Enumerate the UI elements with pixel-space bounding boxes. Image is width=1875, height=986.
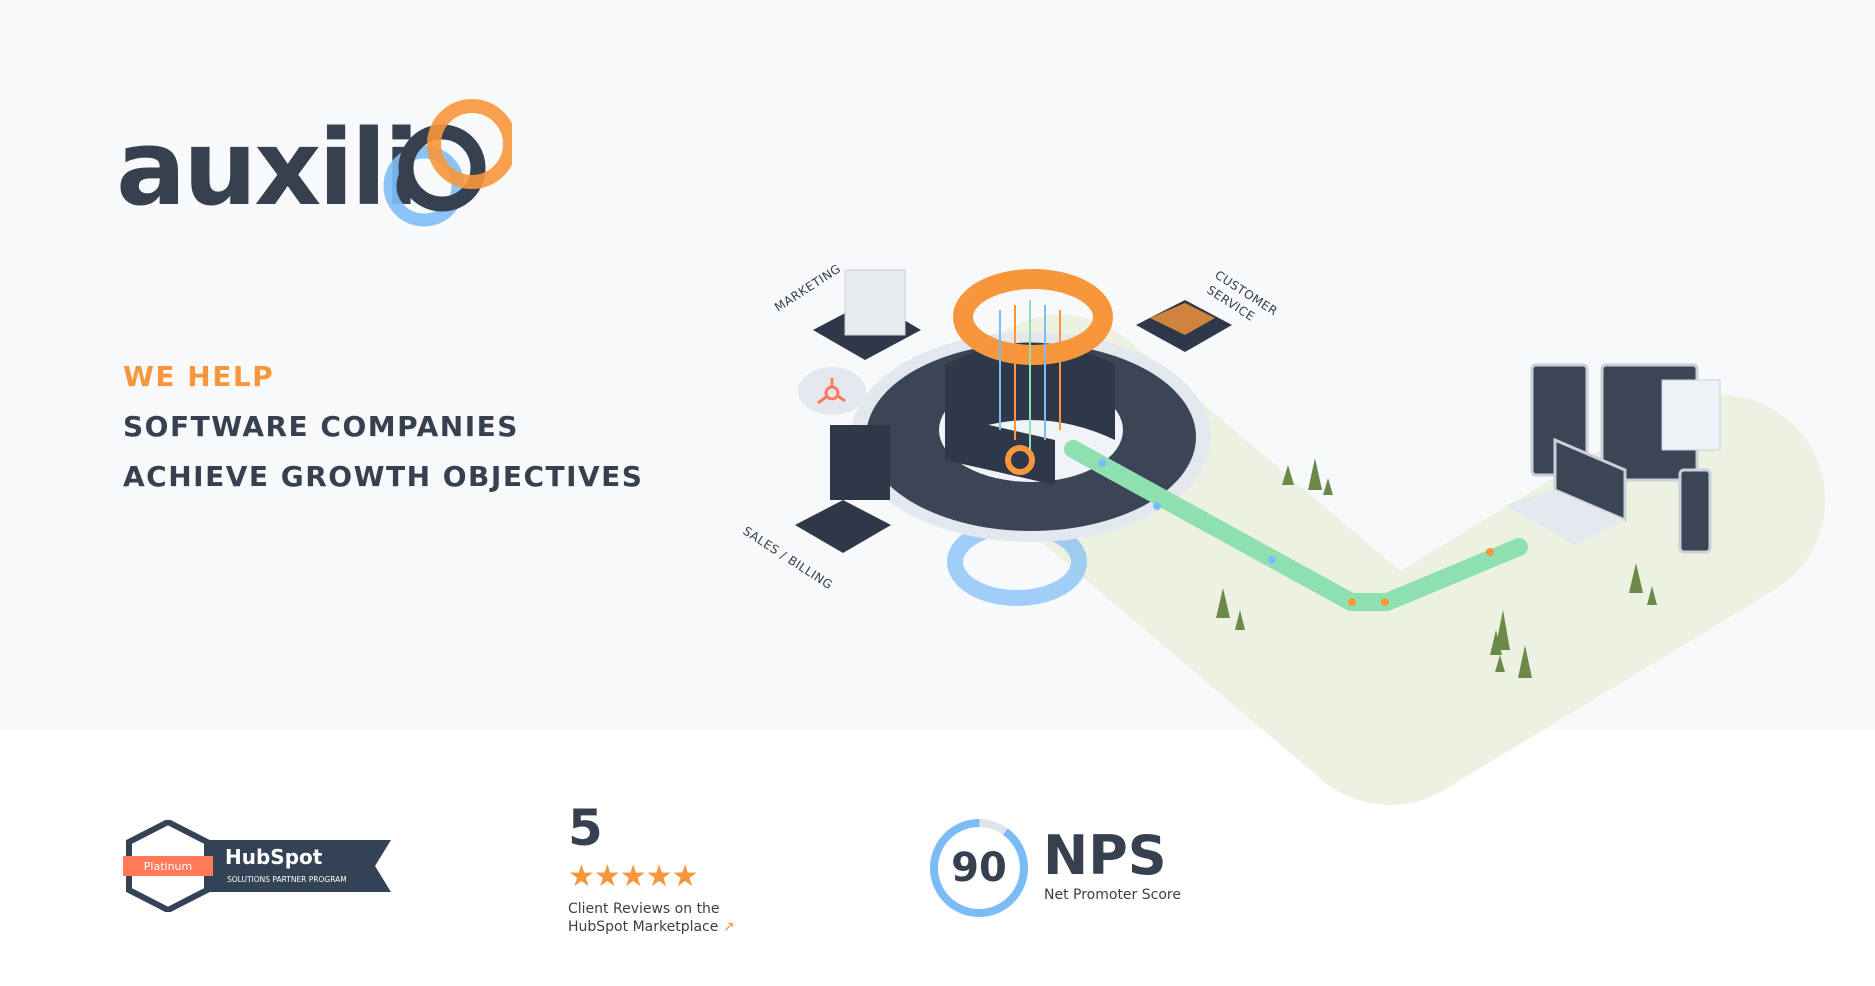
devices xyxy=(1505,363,1721,554)
logo-graphic: auxili xyxy=(116,99,512,229)
review-rating: 5 xyxy=(568,799,603,857)
orange-ring xyxy=(953,269,1113,365)
review-caption-2: HubSpot Marketplace xyxy=(568,919,719,935)
hubspot-platinum-badge: Platinum HubSpot SOLUTIONS PARTNER PROGR… xyxy=(123,818,395,914)
hubspot-marketplace-link[interactable]: HubSpot Marketplace ↗ xyxy=(568,918,735,936)
customer-service-station xyxy=(1136,300,1232,352)
svg-text:auxili: auxili xyxy=(116,107,416,229)
auxilio-logo[interactable]: auxilio auxili xyxy=(112,96,512,236)
hubspot-sprocket-icon xyxy=(817,378,846,405)
reviews-block: 5 ★★★★★ Client Reviews on the HubSpot Ma… xyxy=(568,800,735,936)
badge-brand: HubSpot xyxy=(225,845,323,869)
hero-tagline: WE HELP SOFTWARE COMPANIES ACHIEVE GROWT… xyxy=(123,352,643,502)
external-link-icon: ↗ xyxy=(722,919,735,935)
marketing-station xyxy=(813,269,921,360)
review-caption-1: Client Reviews on the xyxy=(568,901,720,917)
green-field xyxy=(955,315,1825,805)
tagline-line-1: WE HELP xyxy=(123,360,275,393)
nps-gauge: 90 xyxy=(927,816,1031,920)
nps-title: NPS xyxy=(1043,824,1167,887)
tagline-line-2: SOFTWARE COMPANIES xyxy=(123,410,519,443)
trees xyxy=(1216,458,1657,678)
sales-station xyxy=(795,425,891,553)
badge-tier: Platinum xyxy=(144,860,192,873)
badge-program: SOLUTIONS PARTNER PROGRAM xyxy=(227,875,347,884)
nps-subtitle: Net Promoter Score xyxy=(1044,887,1181,903)
star-rating-icons: ★★★★★ xyxy=(568,859,698,894)
tagline-line-3: ACHIEVE GROWTH OBJECTIVES xyxy=(123,460,644,493)
label-marketing: MARKETING xyxy=(772,261,843,314)
nps-value: 90 xyxy=(951,845,1007,891)
customer-journey-path xyxy=(1064,440,1528,611)
